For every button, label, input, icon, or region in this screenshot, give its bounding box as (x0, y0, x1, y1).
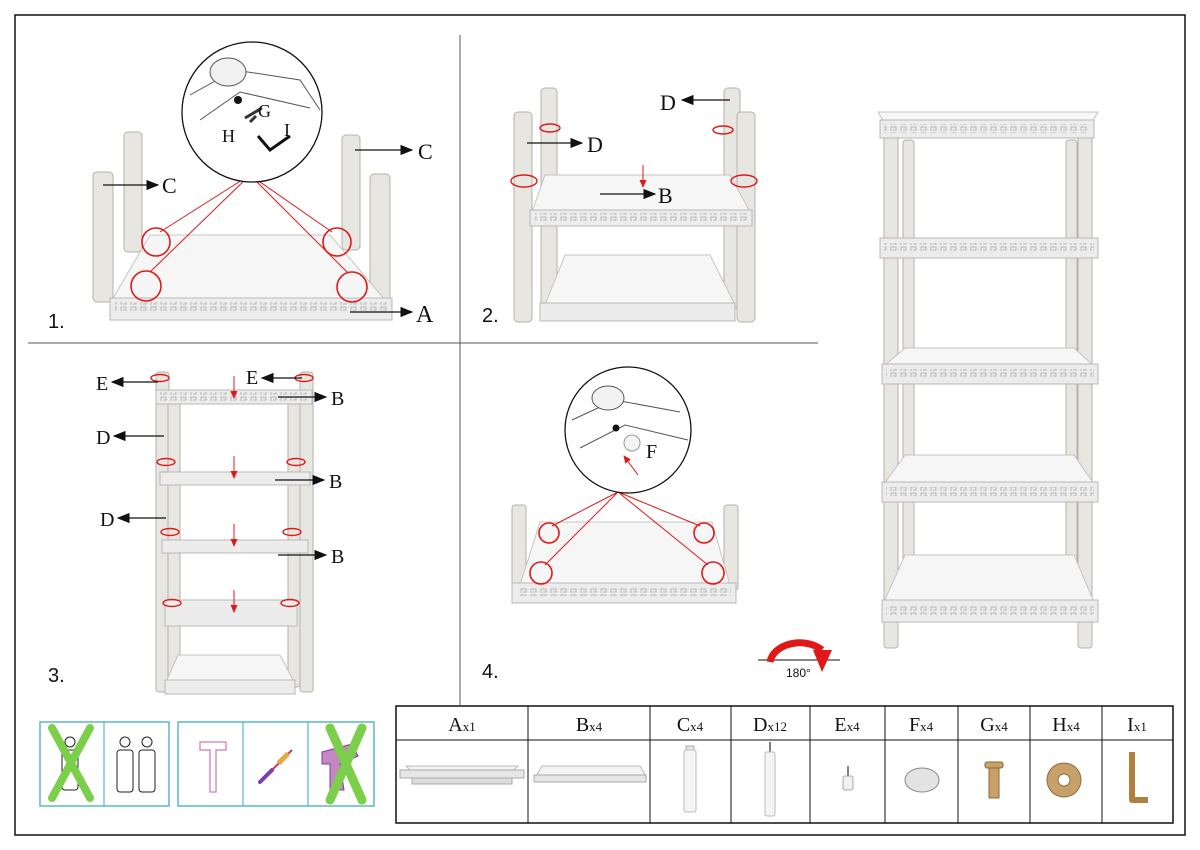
callout-f: F (646, 441, 657, 463)
part-d-post-image (764, 742, 776, 817)
part-header-g: Gx4 (980, 714, 1008, 736)
rotate-180-indicator: 180° (758, 639, 840, 680)
part-header-a: Ax1 (448, 714, 475, 736)
step-4-number: 4. (482, 661, 499, 683)
step-4-panel: 4. F (482, 366, 739, 683)
part-c-leg-image (683, 745, 697, 813)
step-1-number: 1. (48, 311, 65, 333)
screwdriver-icon (258, 749, 293, 784)
zoom-detail-cap: F (564, 366, 692, 494)
part-header-f: Fx4 (909, 714, 934, 736)
parts-list-table: Ax1 Bx4 Cx4 Dx12 Ex4 Fx4 Gx4 Hx4 Ix1 (395, 705, 1174, 824)
part-f-cover-disc-image (904, 767, 940, 793)
callout-b: B (331, 388, 344, 410)
shelf-b (161, 539, 309, 554)
callout-i: I (284, 120, 290, 140)
power-drill-icon (321, 723, 367, 805)
callout-h: H (222, 126, 235, 146)
hammer-icon (199, 741, 227, 793)
callout-c: C (418, 139, 433, 164)
step-2-number: 2. (482, 305, 499, 327)
callout-b: B (658, 183, 673, 208)
callout-a: A (416, 302, 434, 328)
finished-shelf-unit (877, 111, 1099, 649)
leg-c-back-left (123, 131, 143, 253)
part-header-c: Cx4 (677, 714, 704, 736)
shelf (544, 254, 736, 306)
rotation-label: 180° (786, 666, 811, 680)
callout-d: D (100, 509, 114, 531)
cap-highlight (538, 522, 560, 544)
leg-c-front-left (92, 171, 114, 303)
two-people-icon (116, 736, 156, 793)
part-i-allen-key-image (1129, 752, 1148, 803)
socket-highlight (141, 227, 171, 257)
step-2-panel: 2. D D B (482, 87, 758, 327)
sheet-border (14, 14, 1186, 836)
leg-c-back-right (341, 134, 361, 251)
part-header-i: Ix1 (1127, 714, 1147, 736)
callout-e: E (96, 373, 108, 395)
socket-highlight (130, 270, 162, 302)
callout-d: D (660, 90, 676, 115)
part-header-e: Ex4 (834, 714, 860, 736)
part-a-top-panel-image (399, 765, 525, 785)
callout-c: C (162, 173, 177, 198)
part-e-cap-image (842, 766, 854, 791)
shelf (164, 599, 298, 627)
step-1-panel: 1. G H I C C (48, 41, 434, 333)
cap-highlight (529, 561, 553, 585)
part-b-shelf-image (533, 765, 647, 783)
cap-highlight (701, 561, 725, 585)
part-h-washer-image (1046, 762, 1082, 798)
step-3-panel: 3. E E D D B (48, 367, 344, 695)
callout-d: D (96, 427, 110, 449)
cross-mark-icon (48, 724, 94, 802)
cap-highlight (693, 522, 715, 544)
callout-e: E (246, 367, 258, 389)
shelf-b (159, 471, 311, 486)
socket-highlight (336, 271, 368, 303)
people-required-box (39, 721, 170, 807)
part-header-d: Dx12 (753, 714, 787, 736)
callout-g: G (258, 101, 271, 121)
step-3-number: 3. (48, 665, 65, 687)
part-header-b: Bx4 (576, 714, 603, 736)
leg-c-front-right (369, 173, 391, 303)
callout-b: B (329, 471, 342, 493)
part-g-bolt-image (984, 761, 1004, 799)
tools-required-box (177, 721, 375, 807)
part-header-h: Hx4 (1052, 714, 1080, 736)
callout-d: D (587, 132, 603, 157)
zoom-detail-hardware: G H I (181, 41, 323, 183)
cross-mark-icon (325, 723, 367, 805)
callout-b: B (331, 546, 344, 568)
socket-highlight (322, 227, 352, 257)
one-person-icon (48, 724, 94, 802)
